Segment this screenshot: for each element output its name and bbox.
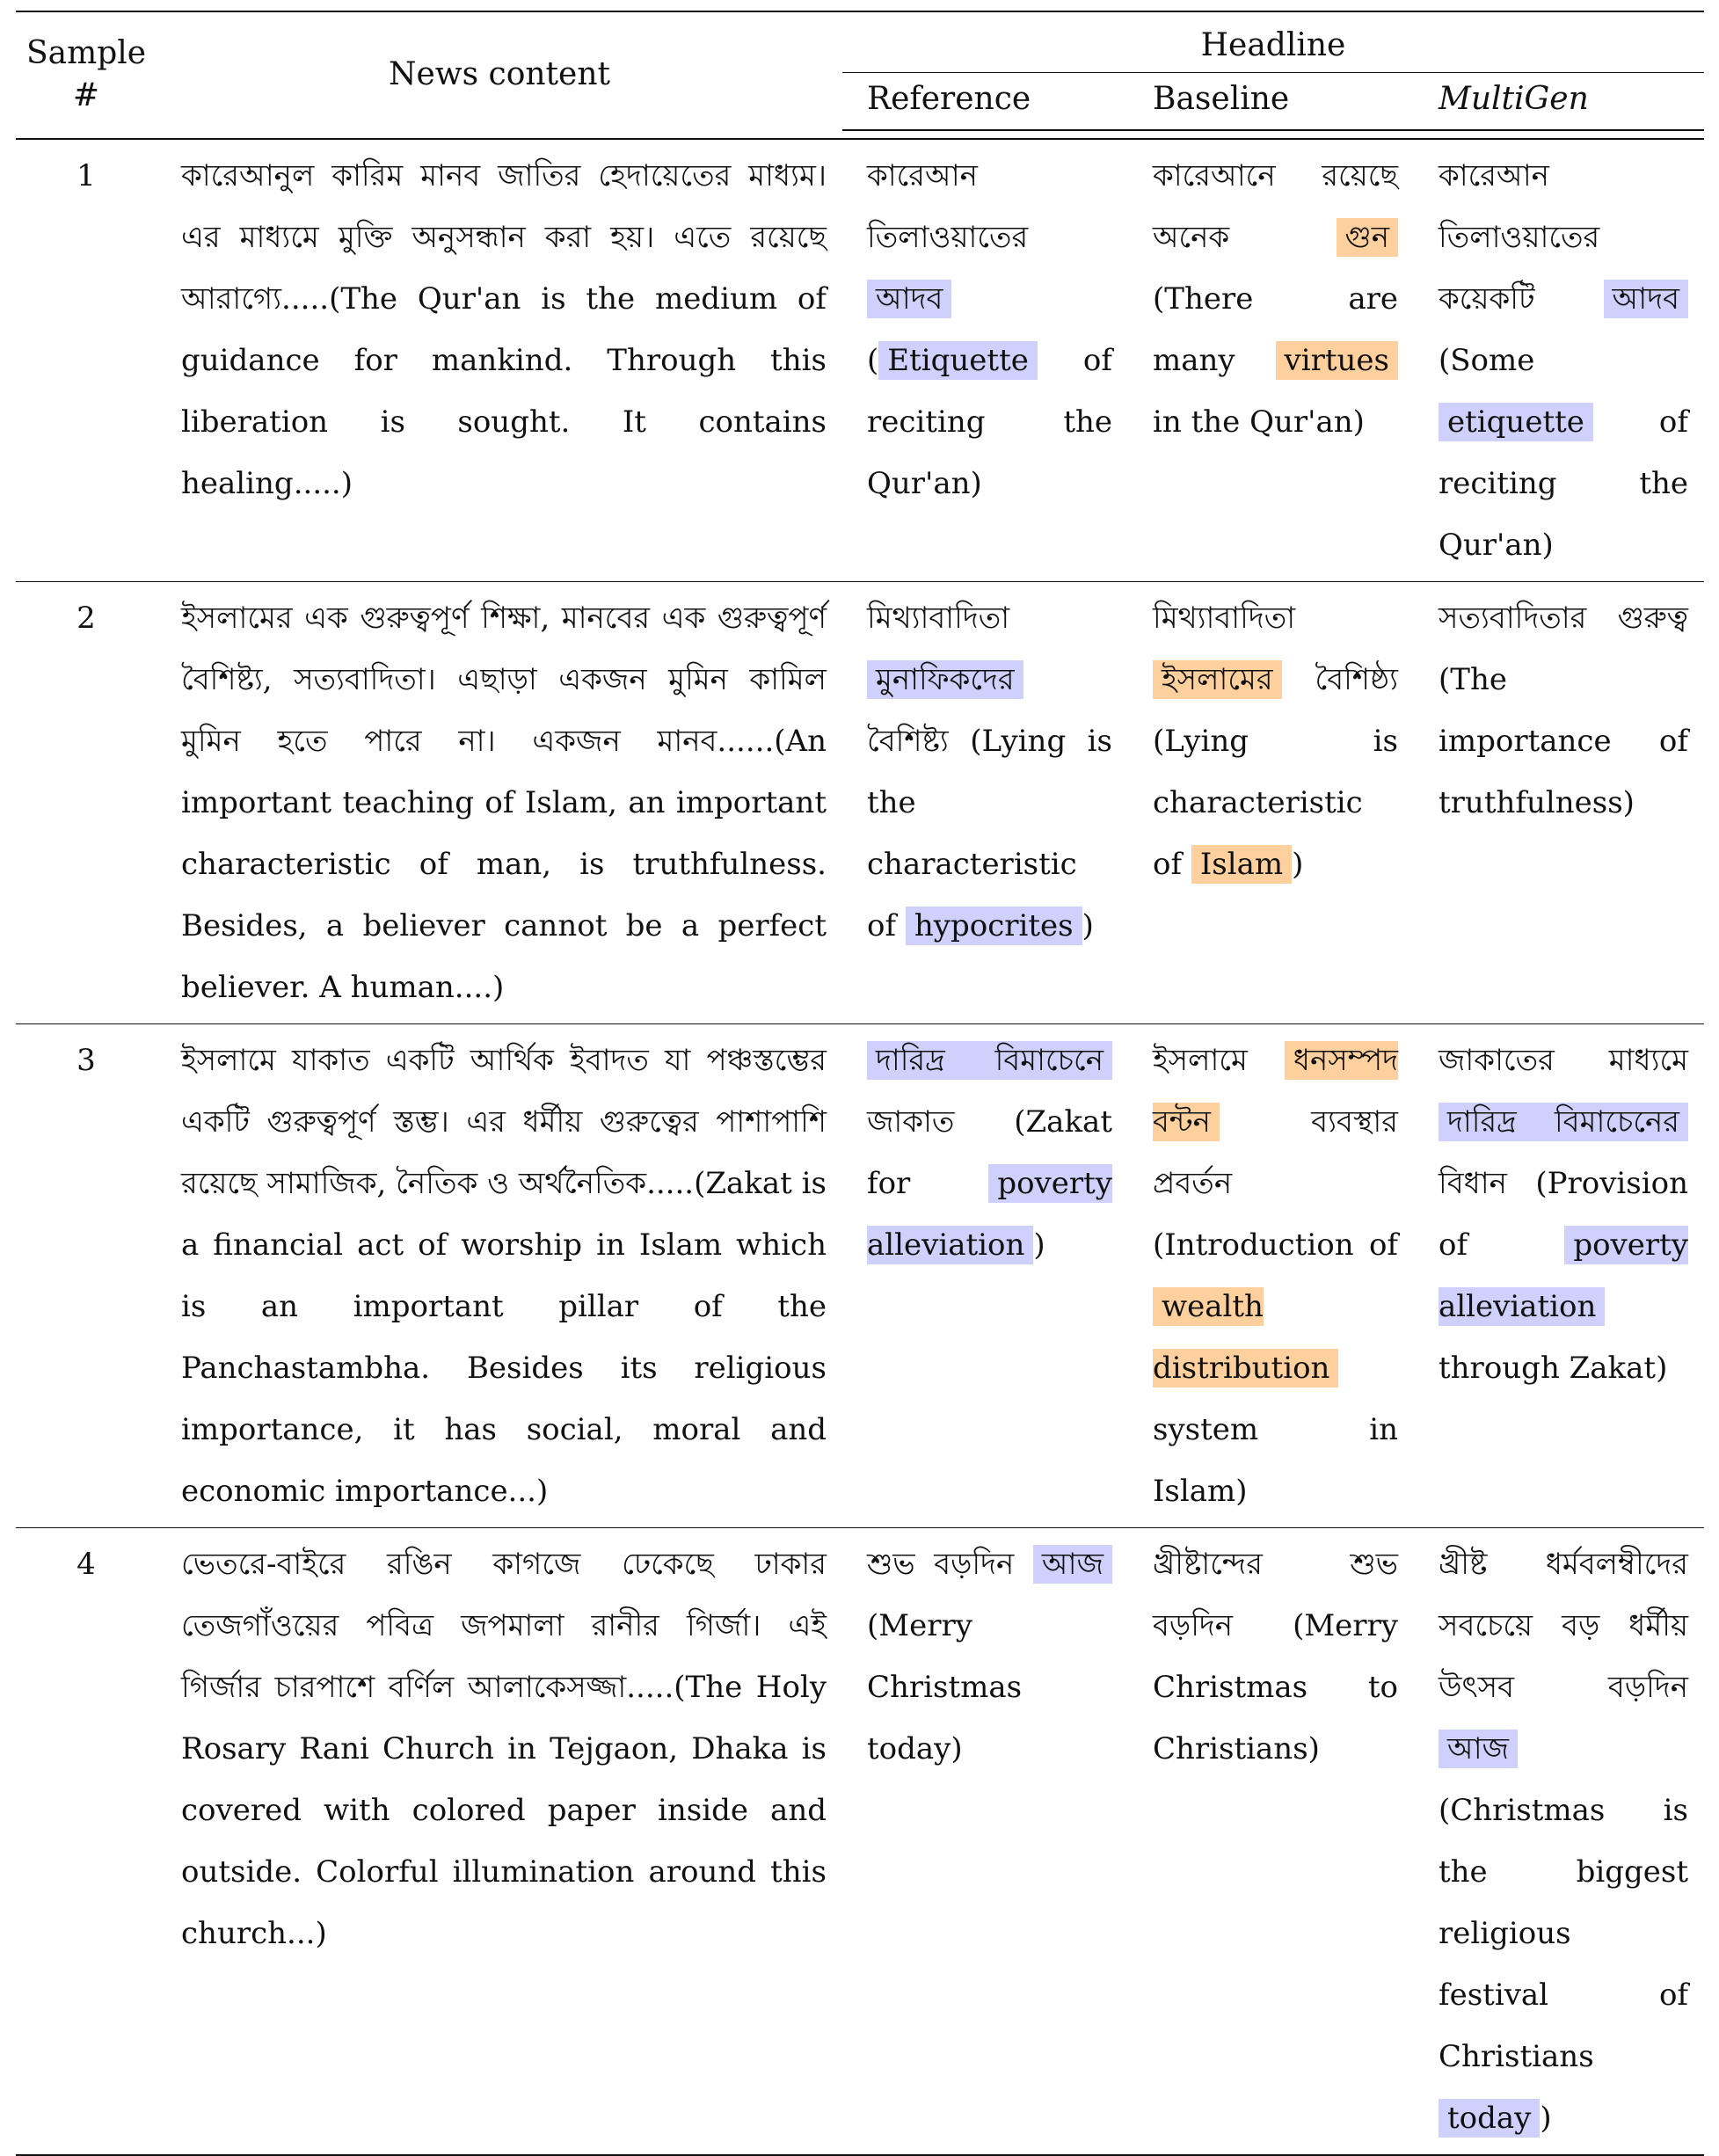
highlighted-phrase: Islam (1191, 845, 1293, 884)
sample-number: 1 (16, 140, 157, 582)
header-sample: Sample # (16, 11, 157, 130)
headline-text: of reciting the Qur'an) (867, 343, 1112, 501)
highlighted-phrase: etiquette (1439, 403, 1593, 441)
multigen-headline-cell: সত্যবাদিতার গুরুত্ব (The importance of t… (1414, 581, 1704, 1024)
header-headline-group: Headline (842, 11, 1704, 73)
headline-comparison-table: Sample # News content Headline Reference… (16, 11, 1704, 2156)
headline-text: মিথ্যাবাদিতা (1153, 601, 1296, 636)
multigen-headline-cell: জাকাতের মাধ্যমে দারিদ্র বিমাচেনের বিধান … (1414, 1023, 1704, 1528)
baseline-headline-cell: খ্রীষ্টান্দের শুভ বড়দিন (Merry Christma… (1128, 1527, 1414, 2156)
table-row: 1 কারেআনুল কারিম মানব জাতির হেদায়েতের ম… (16, 140, 1704, 582)
headline-text: ব্যবস্থার প্রবর্তন (Introduction of (1153, 1104, 1398, 1263)
headline-text: system in Islam) (1153, 1412, 1398, 1509)
header-news-content-label: News content (389, 56, 610, 92)
headline-text: বৈশিষ্ঠ্য (Lying is characteristic of (1153, 662, 1398, 882)
header-multigen-label: MultiGen (1439, 81, 1589, 117)
highlighted-phrase: মুনাফিকদের (867, 660, 1023, 699)
highlighted-phrase: দারিদ্র বিমাচেনে (867, 1041, 1112, 1080)
headline-text: of reciting the Qur'an) (1439, 404, 1688, 563)
headline-text: ( (867, 343, 879, 378)
sample-number: 3 (16, 1023, 157, 1528)
headline-text: কারেআনে রয়েছে অনেক (1153, 158, 1398, 255)
header-multigen: MultiGen (1414, 72, 1704, 131)
headline-text: ) (1292, 847, 1304, 882)
headline-text: (Some (1439, 343, 1535, 378)
highlighted-phrase: আদব (867, 280, 952, 318)
headline-text: বিধান (Provision of (1439, 1166, 1688, 1263)
news-content-cell: ভেতরে-বাইরে রঙিন কাগজে ঢেকেছে ঢাকার তেজগ… (157, 1527, 842, 2156)
header-reference: Reference (842, 72, 1128, 131)
baseline-headline-cell: মিথ্যাবাদিতা ইসলামের বৈশিষ্ঠ্য (Lying is… (1128, 581, 1414, 1024)
headline-text: কারেআন তিলাওয়াতের কয়েকটি (1439, 158, 1604, 317)
headline-text: (Christmas is the biggest religious fest… (1439, 1793, 1688, 2074)
baseline-headline-cell: কারেআনে রয়েছে অনেক গুন (There are many … (1128, 140, 1414, 582)
headline-text: কারেআন তিলাওয়াতের (867, 158, 1029, 255)
multigen-headline-cell: কারেআন তিলাওয়াতের কয়েকটি আদব (Some eti… (1414, 140, 1704, 582)
highlighted-phrase: wealth distribution (1153, 1287, 1339, 1388)
highlighted-phrase: today (1439, 2099, 1541, 2138)
highlighted-phrase: গুন (1336, 218, 1398, 257)
reference-headline-cell: শুভ বড়দিন আজ (Merry Christmas today) (842, 1527, 1128, 2156)
table-row: 2 ইসলামের এক গুরুত্বপূর্ণ শিক্ষা, মানবের… (16, 581, 1704, 1024)
results-table-container: Sample # News content Headline Reference… (16, 11, 1704, 2156)
headline-text: জাকাত (Zakat for (867, 1104, 1112, 1201)
news-content-cell: ইসলামের এক গুরুত্বপূর্ণ শিক্ষা, মানবের এ… (157, 581, 842, 1024)
header-baseline-label: Baseline (1153, 81, 1290, 117)
table-row: 4 ভেতরে-বাইরে রঙিন কাগজে ঢেকেছে ঢাকার তে… (16, 1527, 1704, 2156)
news-content-cell: কারেআনুল কারিম মানব জাতির হেদায়েতের মাধ… (157, 140, 842, 582)
headline-text: মিথ্যাবাদিতা (867, 601, 1010, 636)
baseline-headline-cell: ইসলামে ধনসম্পদ বন্টন ব্যবস্থার প্রবর্তন … (1128, 1023, 1414, 1528)
multigen-headline-cell: খ্রীষ্ট ধর্মবলম্বীদের সবচেয়ে বড় ধর্মীয… (1414, 1527, 1704, 2156)
table-header: Sample # News content Headline Reference… (16, 11, 1704, 131)
header-sample-label: Sample # (25, 35, 147, 113)
reference-headline-cell: দারিদ্র বিমাচেনে জাকাত (Zakat for povert… (842, 1023, 1128, 1528)
table-body: 1 কারেআনুল কারিম মানব জাতির হেদায়েতের ম… (16, 130, 1704, 2156)
headline-text: in the Qur'an) (1153, 404, 1365, 440)
highlighted-phrase: virtues (1275, 341, 1398, 380)
headline-text: through Zakat) (1439, 1351, 1668, 1386)
highlighted-phrase: দারিদ্র বিমাচেনের (1439, 1103, 1688, 1141)
headline-text: খ্রীষ্টান্দের শুভ বড়দিন (Merry Christma… (1153, 1547, 1398, 1766)
headline-text: বৈশিষ্ট্য (Lying is the characteristic o… (867, 724, 1112, 943)
highlighted-phrase: Etiquette (878, 341, 1038, 380)
headline-text: ইসলামে (1153, 1043, 1285, 1078)
sample-number: 2 (16, 581, 157, 1024)
headline-text: (Merry Christmas today) (867, 1608, 1023, 1766)
header-baseline: Baseline (1128, 72, 1414, 131)
headline-text: ) (1033, 1227, 1045, 1263)
headline-text: সত্যবাদিতার গুরুত্ব (The importance of t… (1439, 601, 1688, 820)
headline-text: (There are many (1153, 281, 1398, 378)
header-headline-label: Headline (1200, 27, 1346, 63)
header-news-content: News content (157, 11, 842, 130)
headline-text: ) (1082, 908, 1094, 943)
reference-headline-cell: কারেআন তিলাওয়াতের আদব (Etiquette of rec… (842, 140, 1128, 582)
highlighted-phrase: আদব (1603, 280, 1688, 318)
headline-text: ) (1540, 2101, 1552, 2136)
headline-text: খ্রীষ্ট ধর্মবলম্বীদের সবচেয়ে বড় ধর্মীয… (1439, 1547, 1688, 1705)
header-reference-label: Reference (867, 81, 1031, 117)
headline-text: জাকাতের মাধ্যমে (1439, 1043, 1688, 1078)
headline-text: শুভ বড়দিন (867, 1547, 1033, 1582)
sample-number: 4 (16, 1527, 157, 2156)
news-content-cell: ইসলামে যাকাত একটি আর্থিক ইবাদত যা পঞ্চস্… (157, 1023, 842, 1528)
highlighted-phrase: ইসলামের (1153, 660, 1282, 699)
highlighted-phrase: hypocrites (905, 907, 1082, 945)
highlighted-phrase: আজ (1439, 1730, 1519, 1768)
table-row: 3 ইসলামে যাকাত একটি আর্থিক ইবাদত যা পঞ্চ… (16, 1023, 1704, 1528)
header-spacer (16, 130, 1704, 139)
highlighted-phrase: আজ (1032, 1545, 1112, 1584)
reference-headline-cell: মিথ্যাবাদিতা মুনাফিকদের বৈশিষ্ট্য (Lying… (842, 581, 1128, 1024)
